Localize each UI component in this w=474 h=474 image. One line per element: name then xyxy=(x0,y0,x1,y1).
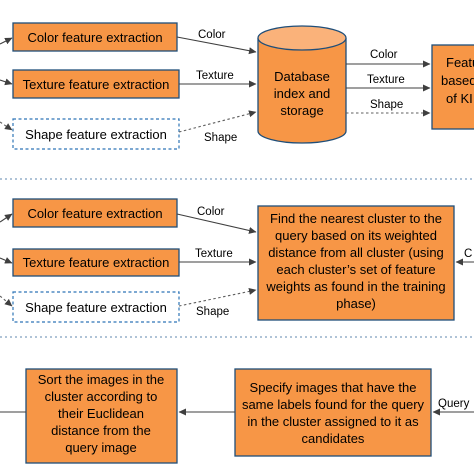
incoming-arrow-color-2 xyxy=(0,213,13,223)
edge-right-label-partial: C xyxy=(464,248,472,260)
specify-box-line-1: Specify images that have the xyxy=(250,380,417,395)
edge-color-to-database xyxy=(176,36,257,55)
edge-shape-label-out: Shape xyxy=(370,99,403,111)
feature-weights-box-partial: Featu based of KI xyxy=(431,44,474,130)
texture-feature-extraction-box-1: Texture feature extraction xyxy=(12,69,180,99)
shape-feature-extraction-box-2: Shape feature extraction xyxy=(12,291,180,323)
shape-feature-extraction-box-1: Shape feature extraction xyxy=(12,118,180,150)
texture-feature-extraction-label-2: Texture feature extraction xyxy=(23,255,170,270)
sort-box-line-4: distance from the xyxy=(51,423,151,438)
color-feature-extraction-box-2: Color feature extraction xyxy=(12,198,178,228)
nearest-cluster-box: Find the nearest cluster to the query ba… xyxy=(257,205,455,321)
sort-box-line-1: Sort the images in the xyxy=(38,372,164,387)
feature-box-line-3: of KI xyxy=(446,91,473,106)
color-feature-extraction-label-1: Color feature extraction xyxy=(27,30,162,45)
specify-candidates-box: Specify images that have the same labels… xyxy=(234,368,432,457)
feature-box-line-2: based xyxy=(441,73,474,88)
texture-feature-extraction-label-1: Texture feature extraction xyxy=(23,77,170,92)
edge-query-label: Query xyxy=(438,398,470,410)
shape-feature-extraction-label-1: Shape feature extraction xyxy=(25,127,167,142)
cluster-box-line-5: weights as found in the training xyxy=(265,279,445,294)
database-cylinder: Database index and storage xyxy=(257,25,347,144)
shape-feature-extraction-label-2: Shape feature extraction xyxy=(25,300,167,315)
incoming-arrow-texture-2 xyxy=(0,257,13,264)
incoming-arrow-texture-1 xyxy=(0,78,13,86)
edge-texture-label-out: Texture xyxy=(367,74,405,86)
edge-texture-label-2: Texture xyxy=(195,248,233,260)
database-label-line-1: Database xyxy=(274,69,330,84)
edge-texture-label-in: Texture xyxy=(196,70,234,82)
color-feature-extraction-box-1: Color feature extraction xyxy=(12,22,178,52)
edge-color-label-2: Color xyxy=(197,206,225,218)
texture-feature-extraction-box-2: Texture feature extraction xyxy=(12,248,180,277)
sort-box-line-2: cluster according to xyxy=(45,389,158,404)
edge-color-label-out: Color xyxy=(370,49,398,61)
incoming-arrow-shape-1 xyxy=(0,121,13,131)
edge-shape-to-database xyxy=(178,110,257,133)
cluster-box-line-6: phase) xyxy=(336,296,376,311)
cluster-box-line-2: query based on its weighted xyxy=(275,228,437,243)
incoming-arrow-shape-2 xyxy=(0,295,13,307)
specify-box-line-2: same labels found for the query xyxy=(242,397,425,412)
specify-box-line-4: candidates xyxy=(302,431,365,446)
sort-images-box: Sort the images in the cluster according… xyxy=(25,368,178,464)
incoming-arrow-color-1 xyxy=(0,37,13,45)
database-label-line-2: index and xyxy=(274,86,330,101)
color-feature-extraction-label-2: Color feature extraction xyxy=(27,206,162,221)
edge-shape-label-in: Shape xyxy=(204,132,237,144)
edge-color-label-in: Color xyxy=(198,29,226,41)
sort-box-line-3: their Euclidean xyxy=(58,406,144,421)
cluster-box-line-3: distance from all cluster (using xyxy=(268,245,444,260)
feature-box-line-1: Featu xyxy=(446,55,474,70)
database-label-line-3: storage xyxy=(280,103,323,118)
edge-color-to-cluster xyxy=(176,213,257,234)
edge-shape-label-2: Shape xyxy=(196,306,229,318)
cluster-box-line-4: each cluster’s set of feature xyxy=(276,262,435,277)
edge-shape-to-cluster xyxy=(178,287,257,307)
specify-box-line-3: in the cluster assigned to it as xyxy=(247,414,419,429)
cluster-box-line-1: Find the nearest cluster to the xyxy=(270,211,442,226)
sort-box-line-5: query image xyxy=(65,440,137,455)
